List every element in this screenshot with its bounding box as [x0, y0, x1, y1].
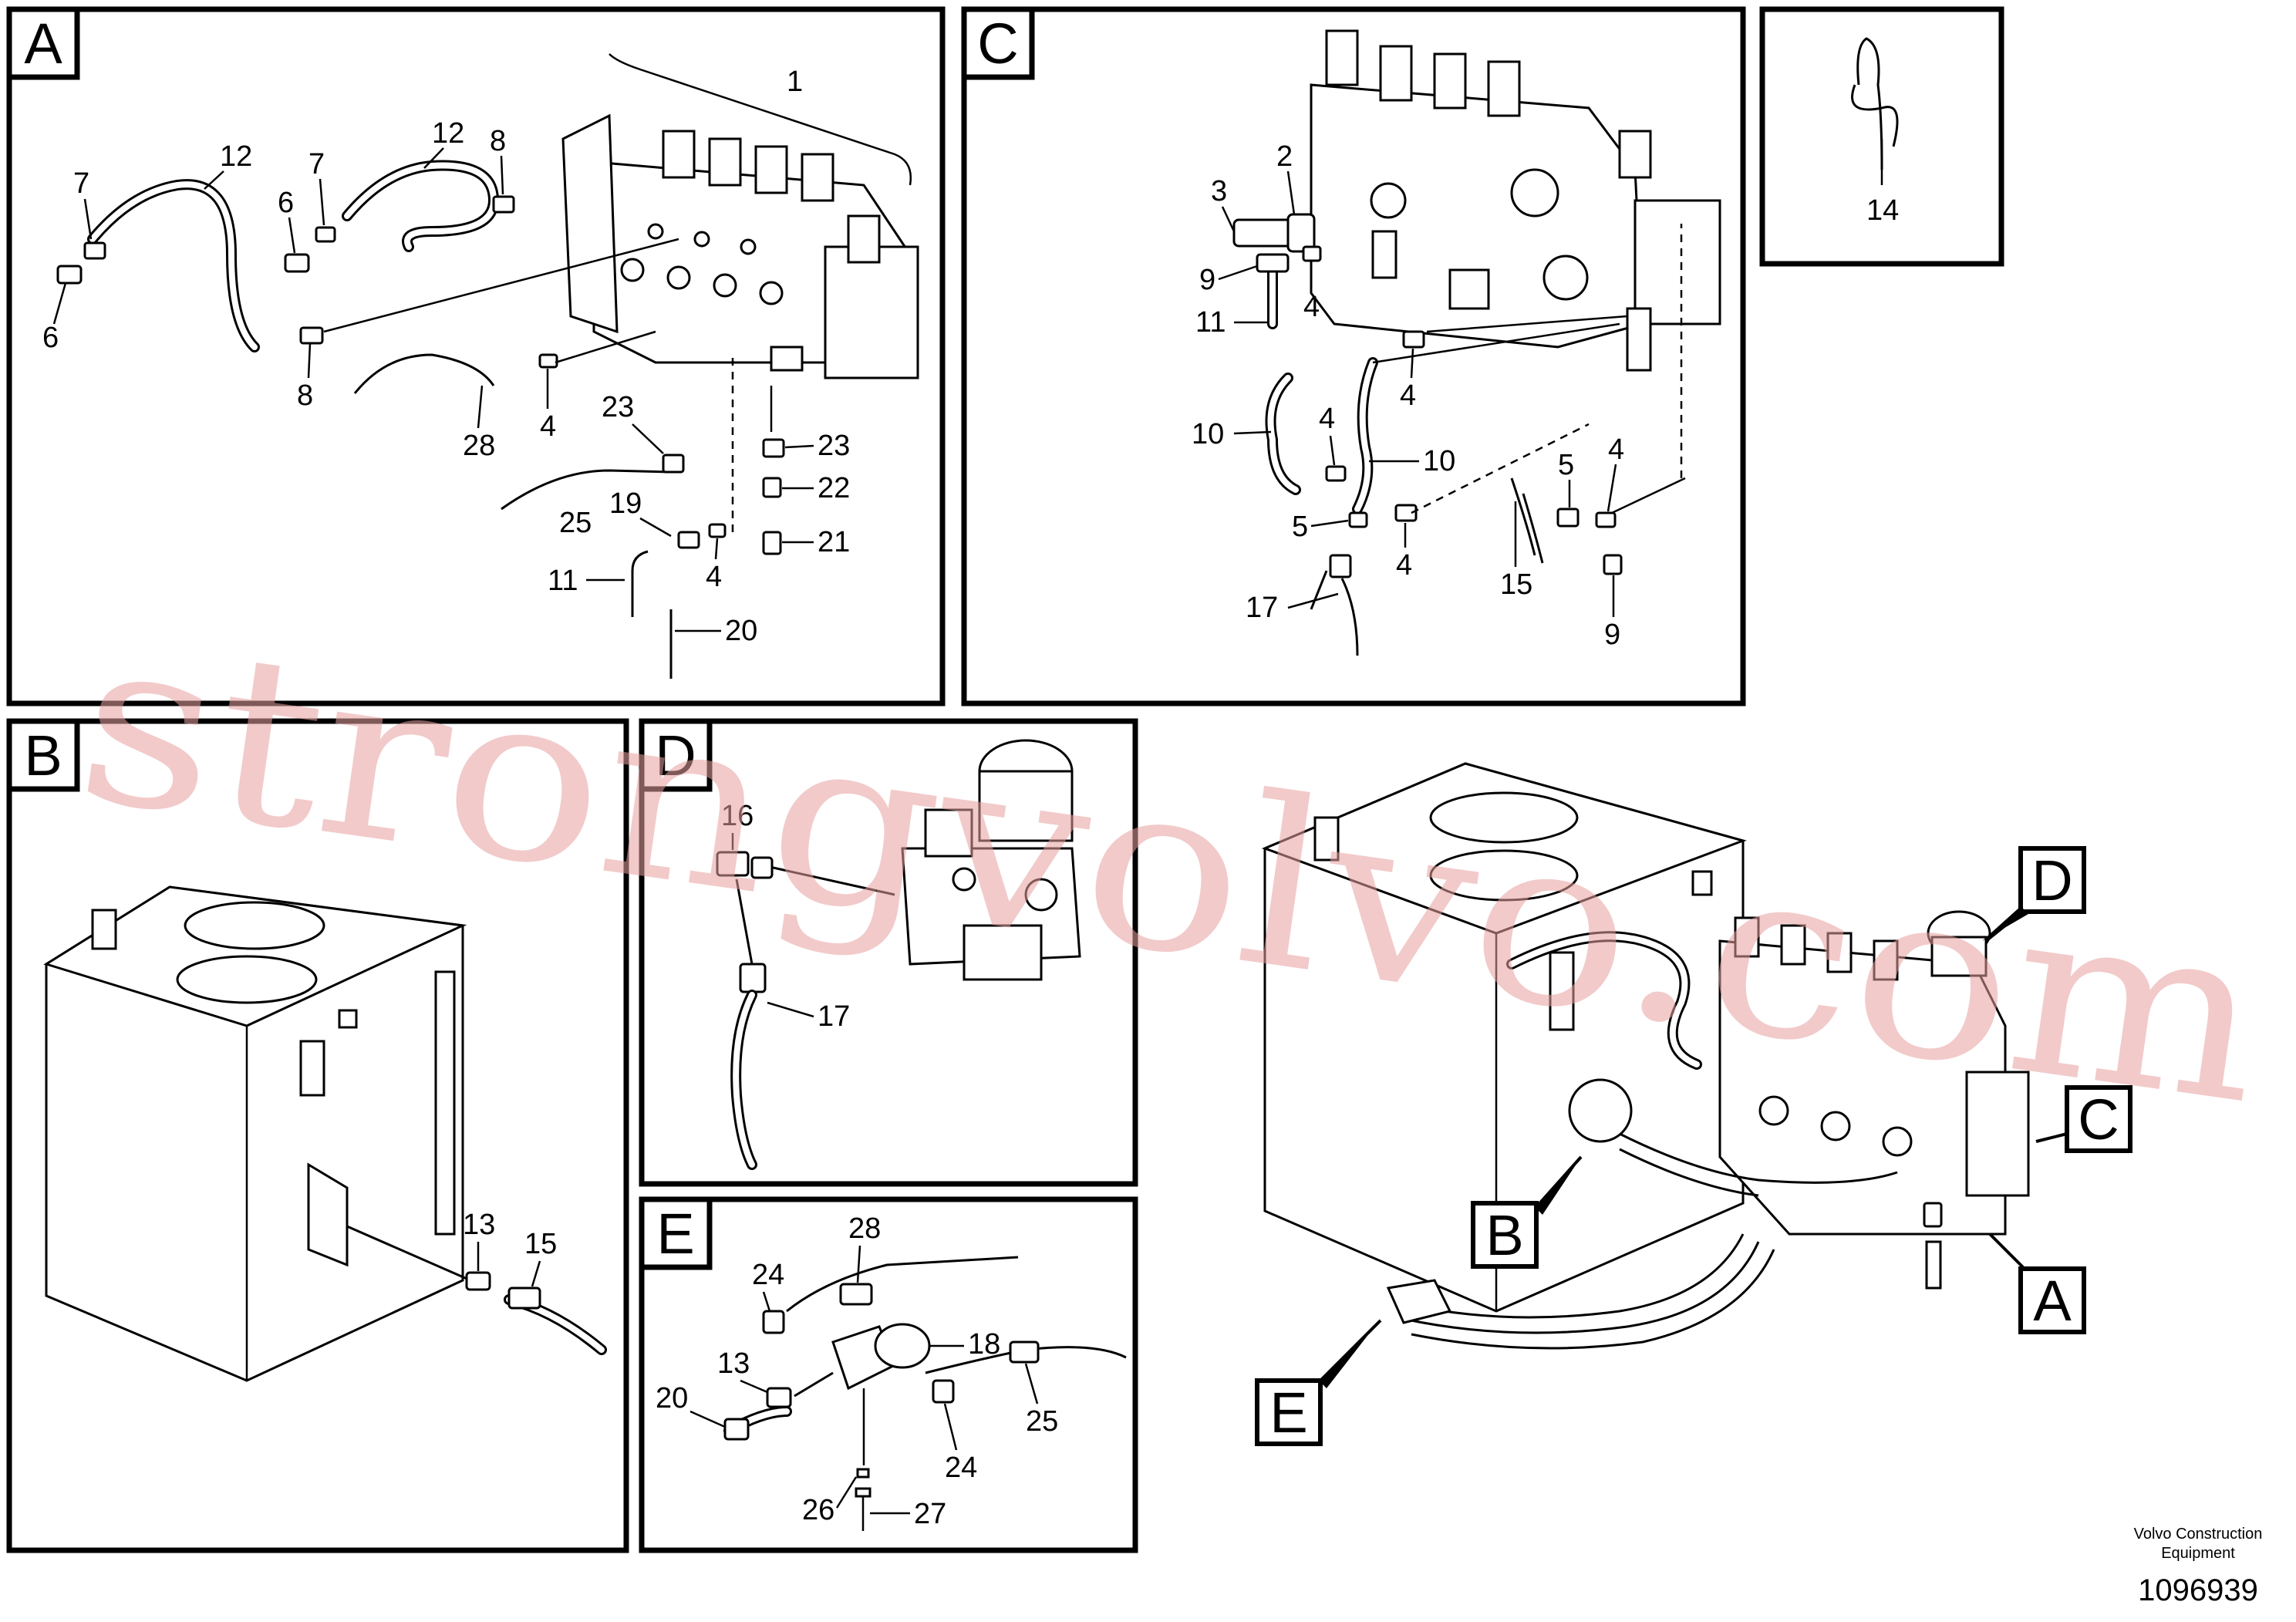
callout-c-10b: 10: [1423, 445, 1455, 477]
overview-assembly: [1261, 762, 2030, 1350]
hydraulic-tank: [43, 885, 467, 1382]
panel-c-letter: C: [977, 12, 1018, 76]
callout-a-6b: 6: [42, 322, 59, 354]
svg-text:B: B: [1485, 1203, 1523, 1267]
footer-company-line1: Volvo Construction: [2134, 1526, 2263, 1543]
control-valve-block-c: [1310, 29, 1721, 372]
svg-text:A: A: [2033, 1269, 2072, 1333]
svg-text:C: C: [2078, 1088, 2119, 1152]
callout-a-12: 12: [220, 140, 252, 173]
callout-a-21: 21: [818, 526, 850, 558]
callout-c-4c: 4: [1319, 403, 1335, 435]
panel-d: D 16 17: [639, 718, 1138, 1187]
footer-company-line2: Equipment: [2161, 1545, 2235, 1562]
callout-c-10: 10: [1192, 418, 1224, 450]
panel-a: A: [6, 6, 946, 706]
callout-d-16: 16: [721, 800, 754, 832]
callout-e-24b: 24: [945, 1452, 977, 1484]
callout-e-27: 27: [914, 1498, 946, 1530]
callout-e-20: 20: [656, 1382, 688, 1415]
callout-a-20: 20: [725, 615, 757, 647]
callout-a-23b: 23: [818, 430, 850, 462]
callout-b-15: 15: [524, 1228, 557, 1260]
callout-a-22: 22: [818, 472, 850, 504]
callout-a-7b: 7: [308, 148, 325, 180]
callout-c-4e: 4: [1608, 433, 1624, 466]
callout-a-25: 25: [559, 507, 592, 539]
overview-tag-c: C: [2035, 1085, 2132, 1153]
panel-detail-14: 14: [1759, 6, 2004, 267]
svg-text:D: D: [2031, 848, 2072, 912]
callout-a-6: 6: [278, 187, 294, 219]
callout-a-8: 8: [490, 125, 506, 157]
callout-a-7: 7: [73, 167, 89, 200]
callout-d-17: 17: [818, 1000, 850, 1033]
overview-tag-e: E: [1255, 1319, 1382, 1446]
callout-c-2: 2: [1276, 140, 1293, 173]
callout-c-5: 5: [1292, 511, 1308, 543]
callout-c-4b: 4: [1400, 379, 1416, 412]
callout-e-18: 18: [968, 1328, 1000, 1361]
callout-b-13: 13: [463, 1209, 495, 1241]
callout-e-24: 24: [752, 1259, 784, 1291]
callout-e-28: 28: [848, 1212, 881, 1245]
svg-text:E: E: [1269, 1381, 1307, 1445]
callout-a-28: 28: [463, 430, 495, 462]
callout-a-11: 11: [548, 565, 578, 597]
callout-c-9b: 9: [1604, 619, 1620, 651]
callout-a-12b: 12: [432, 117, 464, 150]
panel-c: C: [961, 6, 1746, 706]
footer-drawing-number: 1096939: [2138, 1573, 2258, 1607]
callout-e-26: 26: [802, 1494, 834, 1526]
callout-c-4: 4: [1303, 291, 1320, 323]
callout-c-5b: 5: [1558, 449, 1574, 481]
callout-14: 14: [1866, 194, 1899, 227]
panel-d-letter: D: [655, 723, 696, 787]
panel-b: B 13 15: [6, 718, 629, 1553]
valve-body-18: [831, 1323, 931, 1391]
callout-a-4b: 4: [706, 561, 722, 593]
overview-tag-a: A: [1988, 1233, 2086, 1334]
overview-tag-b: B: [1471, 1155, 1583, 1269]
callout-a-4: 4: [540, 410, 556, 443]
callout-c-3: 3: [1211, 175, 1227, 207]
callout-e-25: 25: [1026, 1405, 1058, 1438]
panel-e: E 28 24 18 13 20 24 25 26: [639, 1196, 1138, 1553]
callout-a-23: 23: [602, 391, 634, 423]
panel-a-letter: A: [24, 12, 62, 76]
callout-c-4d: 4: [1396, 549, 1412, 582]
callout-a-1: 1: [787, 66, 803, 98]
panel-e-letter: E: [656, 1202, 694, 1266]
accumulator-valve: [901, 739, 1081, 981]
callout-c-17: 17: [1246, 592, 1278, 624]
callout-c-9: 9: [1199, 264, 1215, 296]
callout-c-11: 11: [1195, 306, 1226, 339]
panel-b-letter: B: [24, 723, 62, 787]
overview-tag-d: D: [1982, 846, 2086, 943]
callout-a-8b: 8: [297, 379, 313, 412]
control-valve-block: [561, 113, 919, 379]
callout-e-13: 13: [717, 1347, 750, 1380]
callout-c-15: 15: [1500, 568, 1532, 601]
callout-a-19: 19: [609, 487, 642, 520]
